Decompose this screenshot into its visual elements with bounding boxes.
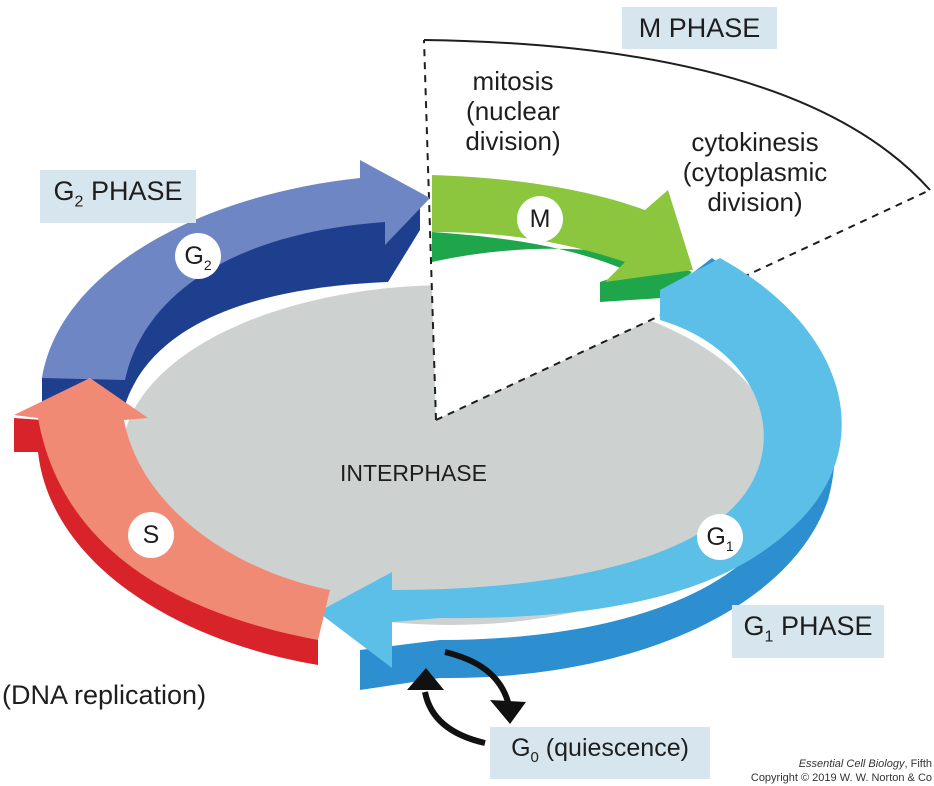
s-arrow bbox=[14, 378, 330, 640]
g1-arrow bbox=[318, 258, 842, 668]
m-phase-dashed-line-left bbox=[423, 39, 437, 421]
g2-arrow-side bbox=[42, 198, 420, 405]
m-arrow bbox=[432, 175, 693, 282]
copyright-line1: Essential Cell Biology, Fifth bbox=[798, 758, 932, 770]
m-arrow-side bbox=[432, 232, 692, 302]
g0-arrowhead-left bbox=[407, 668, 444, 690]
mitosis-label: mitosis (nuclear division) bbox=[465, 66, 561, 156]
g2-phase-label: G2 PHASE bbox=[40, 170, 196, 224]
dna-replication-label: (DNA replication) bbox=[2, 680, 207, 710]
g0-arrow-right bbox=[444, 649, 511, 703]
interphase-area bbox=[122, 285, 778, 625]
m-phase-label: M PHASE bbox=[622, 7, 777, 49]
g1-phase-label: G1 PHASE bbox=[732, 605, 884, 659]
m-badge: M bbox=[517, 196, 563, 242]
g0-arrow-left bbox=[422, 691, 486, 746]
g2-badge: G2 bbox=[175, 233, 221, 279]
g2-arrow bbox=[42, 160, 430, 380]
interphase-label: INTERPHASE bbox=[340, 460, 487, 486]
cytokinesis-label: cytokinesis (cytoplasmic division) bbox=[682, 127, 828, 217]
copyright-line2: Copyright © 2019 W. W. Norton & Co bbox=[750, 772, 932, 784]
g1-arrow-side bbox=[360, 258, 835, 690]
s-badge: S bbox=[128, 512, 174, 558]
m-phase-arc bbox=[423, 39, 931, 191]
g0-arrowhead-right bbox=[490, 700, 526, 724]
g0-quiescence-label: G0 (quiescence) bbox=[490, 727, 710, 779]
g1-badge: G1 bbox=[697, 514, 743, 560]
